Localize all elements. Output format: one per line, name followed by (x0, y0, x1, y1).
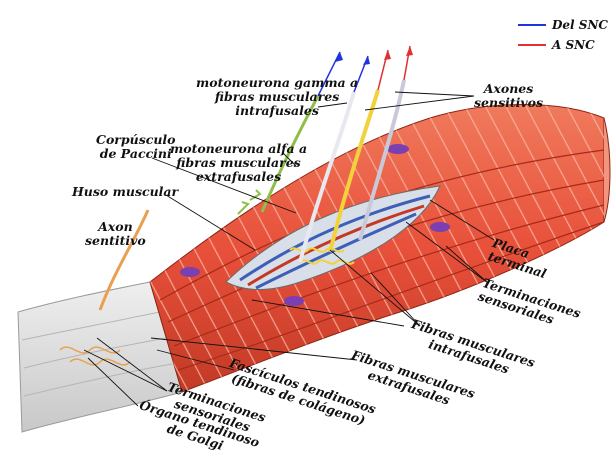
legend-label: Del SNC (552, 18, 608, 32)
label-line: Corpúsculo (96, 132, 176, 147)
label-line: Axon (98, 219, 133, 234)
legend-item-a-snc: A SNC (518, 38, 595, 52)
legend-swatch-red (518, 44, 546, 46)
label-line: Axones (483, 81, 534, 96)
label-motoneurona-gamma: motoneurona gamma a fibras musculares in… (196, 76, 358, 118)
label-corpusculo-paccini: Corpúsculo de Paccini (96, 133, 176, 161)
label-line: sensitivos (474, 95, 544, 110)
label-line: extrafusales (195, 169, 282, 184)
legend-item-del-snc: Del SNC (518, 18, 608, 32)
label-line: sentitivo (85, 233, 146, 248)
label-huso-muscular: Huso muscular (72, 184, 179, 199)
nerve-fibers (59, 79, 406, 366)
label-axon-sentitivo: Axon sentitivo (85, 220, 146, 248)
legend-label: A SNC (552, 38, 595, 52)
label-motoneurona-alfa: motoneurona alfa a fibras musculares ext… (170, 142, 307, 184)
label-line: fibras musculares (176, 155, 301, 170)
label-line: de Paccini (99, 146, 172, 161)
nerve-arrows (317, 45, 413, 97)
label-line: fibras musculares (214, 89, 340, 104)
leader-lines (83, 91, 495, 407)
label-line: motoneurona gamma a (196, 75, 359, 90)
label-line: motoneurona alfa a (170, 141, 308, 156)
legend-swatch-blue (518, 24, 546, 26)
label-axones-sensitivos: Axones sensitivos (474, 82, 543, 110)
label-line: intrafusales (235, 103, 319, 118)
